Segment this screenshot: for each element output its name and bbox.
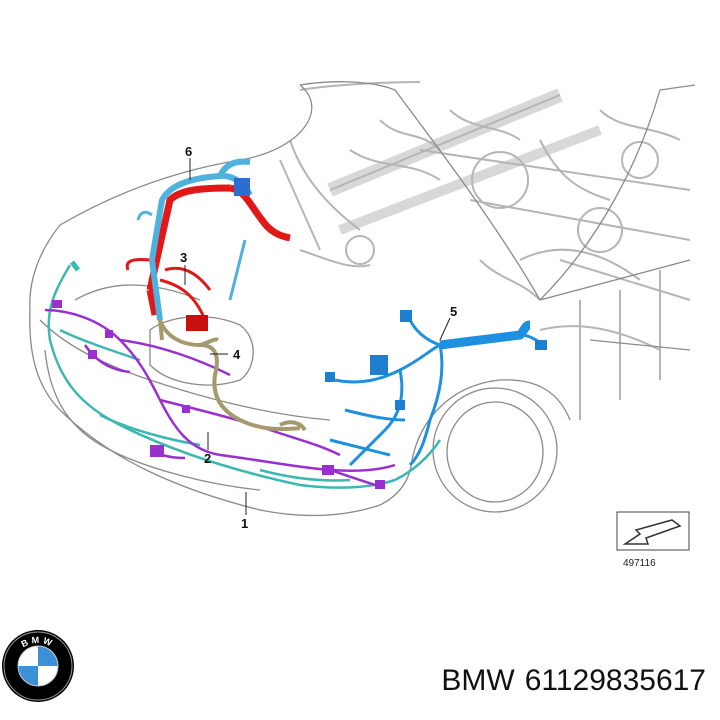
callout-2: 2 <box>204 451 211 466</box>
part-number: 61129835617 <box>524 664 706 697</box>
callout-leaders <box>184 158 451 515</box>
harness-4-engine <box>158 319 307 432</box>
callout-1: 1 <box>241 516 248 531</box>
harness-5-connectors <box>325 310 547 410</box>
engine-bay-components <box>279 81 691 420</box>
arrow-icon <box>622 519 682 545</box>
reference-number: 497116 <box>623 558 656 569</box>
harness-6-connector <box>234 178 250 196</box>
callout-5: 5 <box>450 304 457 319</box>
callout-3: 3 <box>180 250 187 265</box>
harness-2-connectors <box>52 300 385 489</box>
harness-3-branches <box>125 258 212 321</box>
part-label: BMW 61129835617 <box>441 664 706 698</box>
harness-5-trunk <box>439 320 531 350</box>
harness-3-red <box>146 184 291 316</box>
callout-6: 6 <box>185 144 192 159</box>
callout-4: 4 <box>233 347 241 362</box>
brand-name: BMW <box>441 664 515 697</box>
harness-3-connector <box>186 315 208 331</box>
svg-text:BMW: BMW <box>20 635 57 649</box>
reference-box: 497116 <box>616 511 690 569</box>
wiring-harness-diagram: 1 2 3 4 5 6 497116 <box>29 81 696 569</box>
harness-5-blue <box>329 319 546 467</box>
car-body-outline <box>29 81 696 517</box>
bmw-roundel-icon: BMW <box>2 630 74 702</box>
